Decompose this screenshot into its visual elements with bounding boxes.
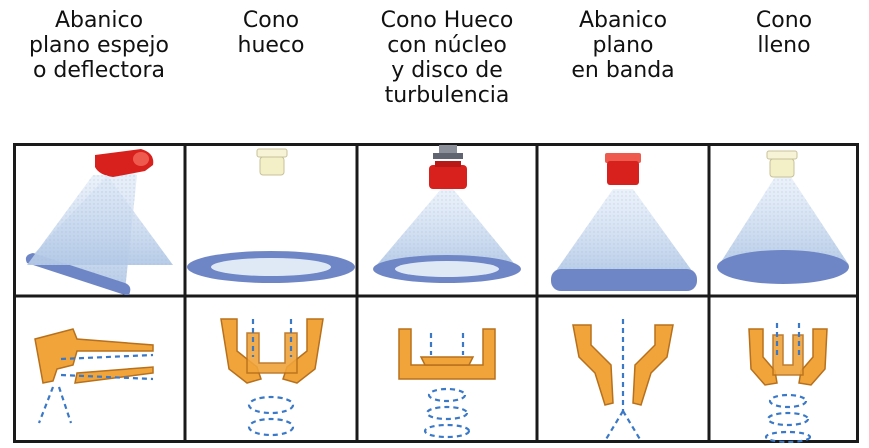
hollow-cone-section-icon [220,318,324,437]
header-cono-hueco: Cono hueco [237,8,305,58]
header-cono-lleno: Cono lleno [755,8,813,58]
header-abanico-espejo: Abanico plano espejo o deflectora [28,8,170,83]
core-disc-section-icon [398,328,496,439]
full-cone-nozzle-icon [717,150,849,284]
grid-lines [13,143,859,443]
even-flat-fan-nozzle-icon [551,153,697,291]
nozzle-comparison-grid [13,143,859,443]
deflector-section-icon [34,328,154,424]
core-disc-nozzle-icon [373,145,521,283]
hollow-cone-nozzle-icon [27,148,355,283]
header-cono-hueco-nucleo: Cono Hueco con núcleo y disco de turbule… [380,8,514,108]
header-abanico-banda: Abanico plano en banda [571,8,675,83]
full-cone-section-icon [748,323,828,443]
even-flat-fan-section-icon [572,319,674,442]
column-headers: Abanico plano espejo o deflectora Cono h… [0,0,869,140]
